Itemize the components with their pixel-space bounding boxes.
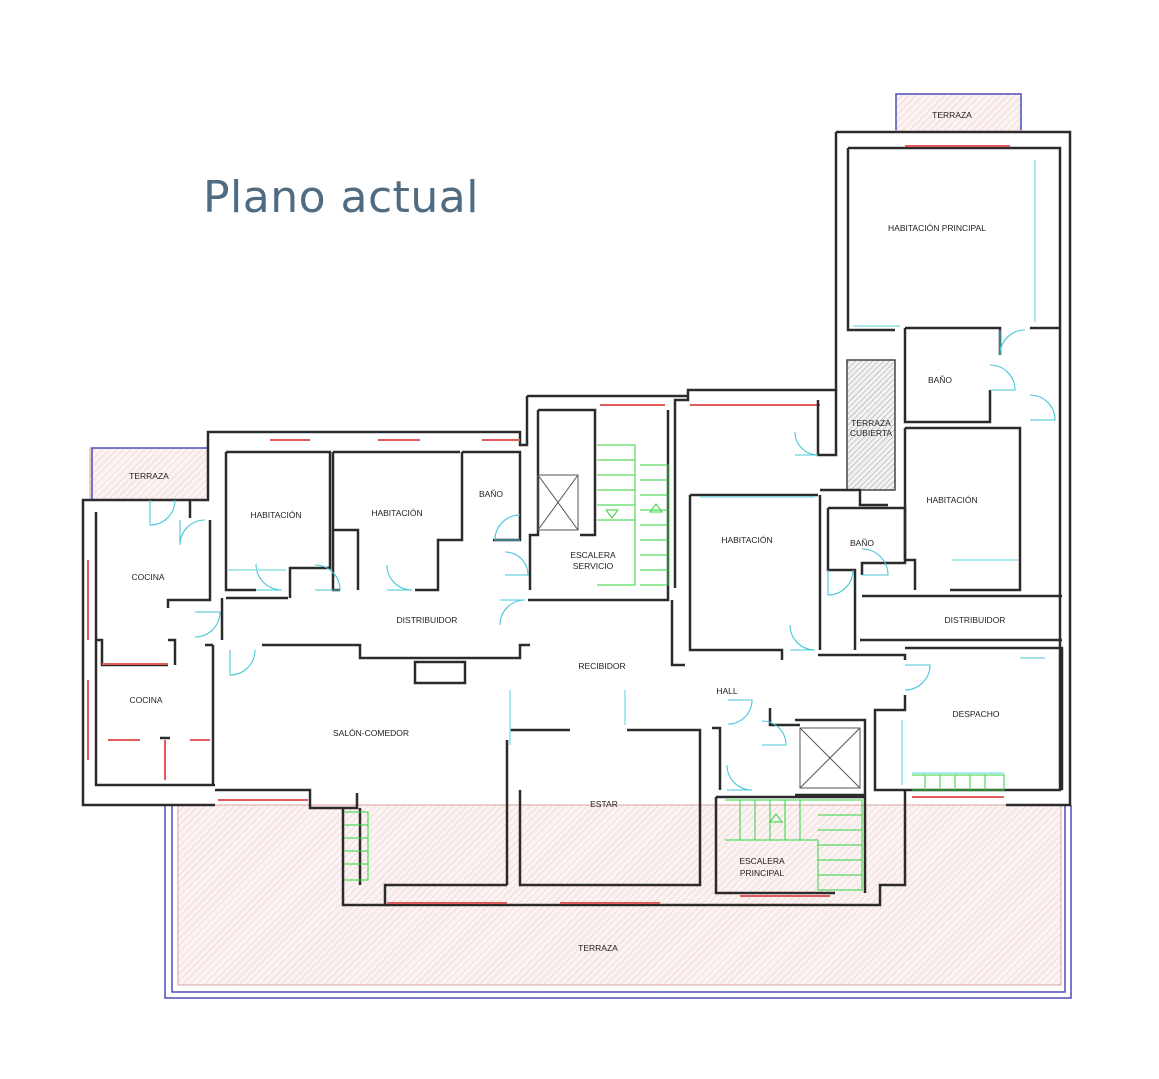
stair-terrace-salon xyxy=(344,811,369,881)
label-bano-left: BAÑO xyxy=(479,489,503,499)
glass-partitions xyxy=(228,160,1036,785)
label-escalera-servicio-2: SERVICIO xyxy=(573,561,614,571)
label-escalera-principal-1: ESCALERA xyxy=(739,856,785,866)
label-distribuidor-left: DISTRIBUIDOR xyxy=(397,615,458,625)
outer-walls xyxy=(81,130,1072,907)
label-escalera-principal-2: PRINCIPAL xyxy=(740,868,785,878)
label-terraza-top: TERRAZA xyxy=(932,110,972,120)
label-terraza-cubierta-1: TERRAZA xyxy=(851,418,891,428)
label-salon-comedor: SALÓN-COMEDOR xyxy=(333,728,409,738)
plan-title: Plano actual xyxy=(203,172,479,223)
doors xyxy=(149,329,1056,791)
label-bano-mid: BAÑO xyxy=(850,538,874,548)
interior-walls xyxy=(96,320,1064,895)
label-distribuidor-right: DISTRIBUIDOR xyxy=(945,615,1006,625)
label-terraza-bottom: TERRAZA xyxy=(578,943,618,953)
terrace-covered xyxy=(846,359,896,491)
label-habitacion-left1: HABITACIÓN xyxy=(250,510,301,520)
label-recibidor: RECIBIDOR xyxy=(578,661,625,671)
label-escalera-servicio-1: ESCALERA xyxy=(570,550,616,560)
elevator-main xyxy=(799,727,861,789)
label-terraza-cubierta-2: CUBIERTA xyxy=(850,428,893,438)
label-habitacion-left2: HABITACIÓN xyxy=(371,508,422,518)
label-habitacion-right: HABITACIÓN xyxy=(926,495,977,505)
stair-service xyxy=(597,444,669,586)
label-cocina-1: COCINA xyxy=(131,572,164,582)
stair-main xyxy=(725,799,863,891)
label-hall: HALL xyxy=(716,686,738,696)
terrace-bottom xyxy=(164,804,1072,999)
label-estar: ESTAR xyxy=(590,799,618,809)
label-habitacion-center: HABITACIÓN xyxy=(721,535,772,545)
label-cocina-2: COCINA xyxy=(129,695,162,705)
label-despacho: DESPACHO xyxy=(952,709,999,719)
label-terraza-left: TERRAZA xyxy=(129,471,169,481)
room-labels: TERRAZA HABITACIÓN PRINCIPAL BAÑO TERRAZ… xyxy=(129,110,1005,953)
terrace-top xyxy=(895,93,1022,133)
elevator-service xyxy=(537,474,579,531)
label-habitacion-principal: HABITACIÓN PRINCIPAL xyxy=(888,223,986,233)
stair-despacho xyxy=(912,774,1005,791)
label-bano-right: BAÑO xyxy=(928,375,952,385)
windows xyxy=(87,145,1010,904)
